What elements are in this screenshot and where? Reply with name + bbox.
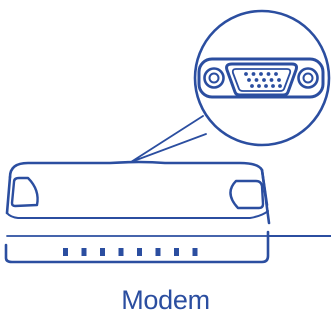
modem-right-edge xyxy=(260,168,271,225)
callout-magnifier xyxy=(130,9,331,163)
indicator-led xyxy=(155,248,161,256)
modem-left-edge xyxy=(5,175,12,215)
vga-pin xyxy=(264,84,268,88)
vga-pin xyxy=(254,78,259,82)
modem-front-top-line xyxy=(6,210,269,219)
vga-port-icon xyxy=(197,57,325,99)
vga-pin xyxy=(259,72,263,76)
vga-pin xyxy=(262,78,266,82)
indicator-led xyxy=(137,248,142,256)
modem-top-outline xyxy=(8,160,269,207)
vga-flange xyxy=(197,57,325,99)
vga-pin xyxy=(257,84,261,88)
vga-shell-inner xyxy=(231,68,292,92)
vga-pin xyxy=(266,72,271,76)
vga-pin xyxy=(244,72,248,76)
led-row xyxy=(63,248,198,256)
modem-caption: Modem xyxy=(121,285,210,315)
modem-side-vent-left xyxy=(10,176,39,208)
vga-pin xyxy=(250,84,254,88)
vga-pin xyxy=(251,72,256,76)
indicator-led xyxy=(174,248,179,256)
indicator-led xyxy=(63,248,68,256)
vga-pin xyxy=(269,78,274,82)
indicator-led xyxy=(81,248,87,256)
indicator-led xyxy=(192,248,198,256)
indicator-led xyxy=(100,248,105,256)
vga-pin xyxy=(247,78,251,82)
vga-screw-left xyxy=(203,67,225,89)
vga-screw-left-hole xyxy=(208,72,220,84)
modem-bottom-outline xyxy=(4,230,270,264)
indicator-led xyxy=(118,248,124,256)
vga-shell-outer xyxy=(225,62,298,97)
vga-pin xyxy=(274,72,278,76)
vga-screw-right xyxy=(297,67,319,89)
vga-pin xyxy=(277,78,281,82)
vga-pins xyxy=(244,72,282,88)
callout-pointer xyxy=(130,115,207,163)
vga-pin xyxy=(271,84,275,88)
vga-pin xyxy=(278,84,282,88)
magnifier-circle xyxy=(193,9,331,147)
vga-screw-right-hole xyxy=(302,72,314,84)
modem-body xyxy=(4,160,331,264)
modem-side-vent-right xyxy=(229,179,265,210)
